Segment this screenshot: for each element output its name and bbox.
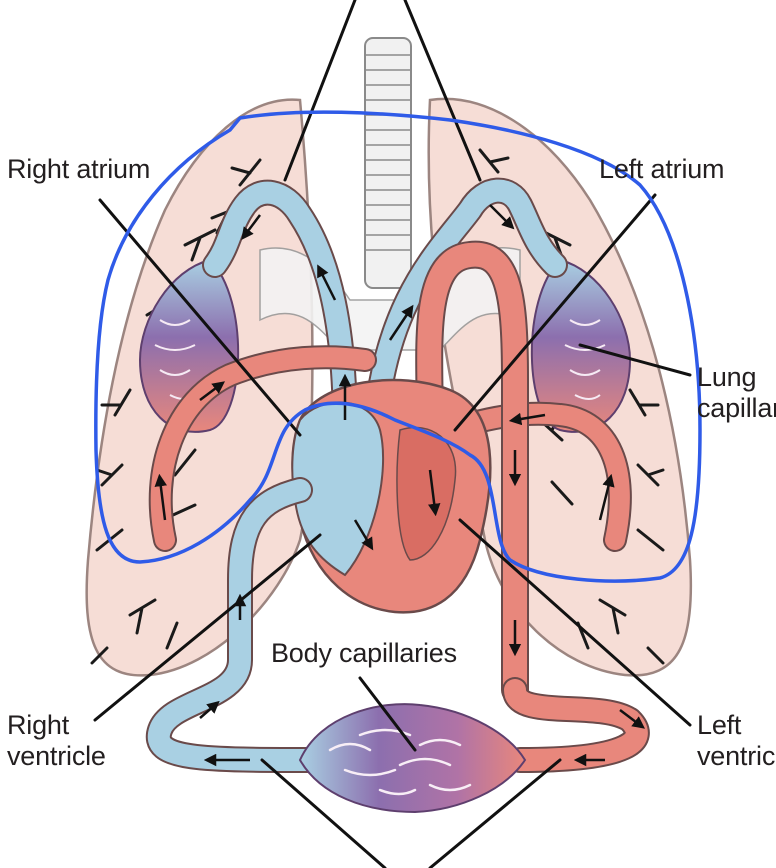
annotation-outline bbox=[94, 110, 702, 583]
flow-arrows bbox=[154, 204, 645, 767]
pulmonary-arteries bbox=[202, 177, 568, 443]
left-ventricle-line2: ventricle bbox=[697, 741, 776, 771]
right-ventricle-line1: Right bbox=[7, 710, 70, 740]
left-ventricle-line1: Left bbox=[697, 710, 742, 740]
lung-capillaries-line1: Lung bbox=[697, 362, 757, 392]
leader-lines bbox=[93, 0, 692, 868]
heart bbox=[291, 378, 492, 614]
systemic-arteries bbox=[502, 677, 650, 773]
left-atrium-label: Left atrium bbox=[599, 154, 725, 184]
body-capillaries-label: Body capillaries bbox=[271, 638, 457, 668]
right-ventricle-label: Right ventricle bbox=[7, 710, 106, 772]
lung-capillaries-line2: capillaries bbox=[697, 393, 776, 423]
systemic-veins bbox=[145, 477, 333, 773]
left-ventricle-label: Left ventricle bbox=[697, 710, 776, 772]
lung-capillaries-label: Lung capillaries bbox=[697, 362, 776, 424]
right-atrium-label: Right atrium bbox=[7, 154, 151, 184]
right-ventricle-line2: ventricle bbox=[7, 741, 106, 771]
body-capillaries-bed bbox=[298, 703, 527, 814]
